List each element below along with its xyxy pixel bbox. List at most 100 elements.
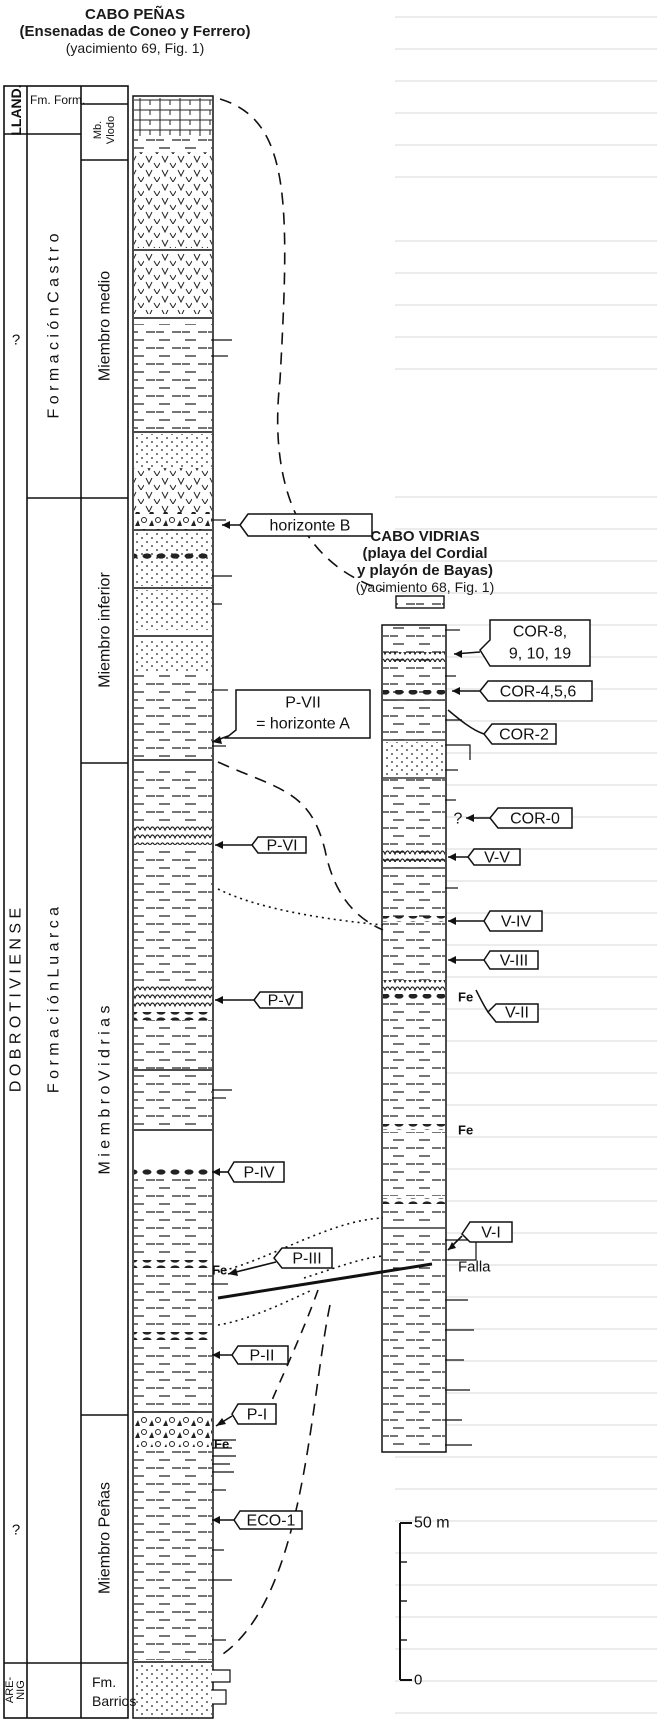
lith-ripples bbox=[383, 850, 445, 862]
lith-conglomerate bbox=[134, 512, 212, 530]
right-section-title: CABO VIDRIAS (playa del Cordial y playón… bbox=[340, 528, 510, 596]
p-vii-text-1: P-VII bbox=[285, 695, 321, 712]
right-sample-labels: COR-8, 9, 10, 19 COR-4,5,6 COR-2 ? COR-0… bbox=[447, 619, 593, 1276]
cor-8-text-1: COR-8, bbox=[513, 624, 567, 641]
lith-shale bbox=[134, 1020, 212, 1130]
scale-label-bottom: 0 bbox=[414, 1672, 422, 1689]
left-subtitle: (Ensenadas de Coneo y Ferrero) bbox=[19, 23, 251, 40]
lith-nodules bbox=[134, 552, 212, 560]
lith-ripples bbox=[134, 825, 212, 845]
fe-label-2: Fe bbox=[214, 1437, 229, 1452]
lith-nodules bbox=[134, 1012, 212, 1020]
label-v-iv: V-IV bbox=[448, 910, 543, 932]
vertical-labels: LLAND. D O B R O T I V I E N S E ? ? ARE… bbox=[4, 84, 136, 1709]
lith-nodules bbox=[134, 1332, 212, 1340]
lith-sand bbox=[134, 434, 212, 468]
label-cor-0: ? COR-0 bbox=[454, 807, 573, 829]
lith-shale bbox=[383, 870, 445, 980]
vlodo-member-label-1: Mb. bbox=[92, 121, 104, 139]
lith-shale bbox=[134, 1342, 212, 1412]
label-v-i: V-I bbox=[447, 1221, 513, 1251]
lith-shale bbox=[134, 672, 212, 758]
fm-form-label: Fm. Form. bbox=[30, 93, 85, 107]
lith-shale bbox=[383, 1132, 445, 1196]
lith-nodules bbox=[383, 994, 445, 1000]
label-p-v: P-V bbox=[215, 991, 303, 1010]
lith-sand bbox=[134, 1665, 212, 1717]
cor-0-question: ? bbox=[454, 811, 463, 828]
v-i-text: V-I bbox=[481, 1225, 501, 1242]
label-eco-1: ECO-1 bbox=[212, 1510, 303, 1530]
v-v-text: V-V bbox=[484, 850, 510, 867]
lith-nodules bbox=[383, 690, 445, 696]
p-vi-text: P-VI bbox=[266, 838, 297, 855]
lith-shale bbox=[134, 1270, 212, 1330]
label-v-iii: V-III bbox=[448, 950, 539, 970]
left-column-frames bbox=[3, 85, 129, 1719]
label-horizonte-b: horizonte B bbox=[222, 513, 373, 537]
right-subtitle-2: y playón de Bayas) bbox=[357, 562, 493, 579]
castro-formation-label: F o r m a c i ó n C a s t r o bbox=[46, 233, 63, 418]
label-p-i: P-I bbox=[215, 1403, 277, 1427]
lith-nodules bbox=[383, 916, 445, 922]
barrios-formation-label-1: Fm. bbox=[92, 1674, 116, 1690]
label-cor-456: COR-4,5,6 bbox=[452, 680, 593, 702]
lith-shale bbox=[383, 1232, 445, 1450]
lith-ripples bbox=[383, 980, 445, 992]
v-iv-text: V-IV bbox=[501, 914, 532, 931]
label-p-ii: P-II bbox=[212, 1345, 289, 1365]
lith-nodules bbox=[134, 1260, 212, 1268]
lith-shale bbox=[134, 324, 212, 434]
lith-sand bbox=[134, 590, 212, 630]
cor-456-text: COR-4,5,6 bbox=[500, 684, 577, 701]
left-reference: (yacimiento 69, Fig. 1) bbox=[65, 40, 205, 56]
dobrotiviense-label: D O B R O T I V I E N S E bbox=[8, 908, 25, 1092]
p-iv-text: P-IV bbox=[243, 1165, 274, 1182]
right-reference: (yacimiento 68, Fig. 1) bbox=[355, 579, 495, 595]
label-p-vi: P-VI bbox=[215, 836, 307, 855]
falla-label: Falla bbox=[458, 1259, 491, 1276]
lith-shale bbox=[134, 845, 212, 985]
label-v-v: V-V bbox=[448, 848, 521, 867]
horizonte-b-text: horizonte B bbox=[270, 518, 351, 535]
penas-member-label: Miembro Peñas bbox=[97, 1482, 114, 1594]
fe-label-right-1: Fe bbox=[458, 990, 473, 1005]
lith-volcanic bbox=[134, 468, 212, 512]
eco-1-text: ECO-1 bbox=[247, 1513, 296, 1530]
lith-shale bbox=[134, 1178, 212, 1258]
right-title: CABO VIDRIAS bbox=[370, 528, 480, 545]
luarca-formation-label: F o r m a c i ó n L u a r c a bbox=[46, 907, 63, 1093]
lith-volcanic bbox=[134, 252, 212, 314]
lith-brick bbox=[134, 98, 212, 136]
p-vii-text-2: = horizonte A bbox=[256, 716, 350, 733]
vlodo-member-label-2: Vlodo bbox=[105, 116, 117, 144]
inferior-member-label: Miembro inferior bbox=[97, 572, 114, 688]
p-iii-text: P-III bbox=[292, 1251, 321, 1268]
lith-shale bbox=[134, 136, 212, 152]
correlation-lines bbox=[217, 98, 384, 1657]
medio-member-label: Miembro medio bbox=[97, 271, 114, 381]
llandovery-label: LLAND. bbox=[8, 84, 24, 135]
lith-ripples bbox=[383, 652, 445, 662]
p-ii-text: P-II bbox=[250, 1348, 275, 1365]
label-cor-2: COR-2 bbox=[447, 709, 557, 745]
left-sample-labels: horizonte B P-VII = horizonte A P-VI P-V… bbox=[211, 513, 373, 1530]
lith-nodules bbox=[383, 1198, 445, 1204]
left-section-title: CABO PEÑAS (Ensenadas de Coneo y Ferrero… bbox=[0, 6, 270, 57]
p-v-text: P-V bbox=[268, 993, 295, 1010]
label-cor-8: COR-8, 9, 10, 19 bbox=[453, 619, 591, 667]
lith-nodules bbox=[383, 1124, 445, 1130]
lith-sand bbox=[134, 640, 212, 672]
lith-shale bbox=[383, 700, 445, 740]
question-mark-upper: ? bbox=[12, 332, 20, 349]
lith-ripples bbox=[134, 985, 212, 1009]
left-title: CABO PEÑAS bbox=[84, 6, 185, 23]
lith-shale bbox=[134, 1450, 212, 1660]
lith-conglomerate bbox=[134, 1415, 212, 1447]
right-lithology-column bbox=[381, 595, 477, 1453]
right-subtitle-1: (playa del Cordial bbox=[362, 545, 488, 562]
left-lithology-column bbox=[132, 95, 236, 1719]
fe-label-right-2: Fe bbox=[458, 1123, 473, 1138]
v-iii-text: V-III bbox=[500, 953, 528, 970]
